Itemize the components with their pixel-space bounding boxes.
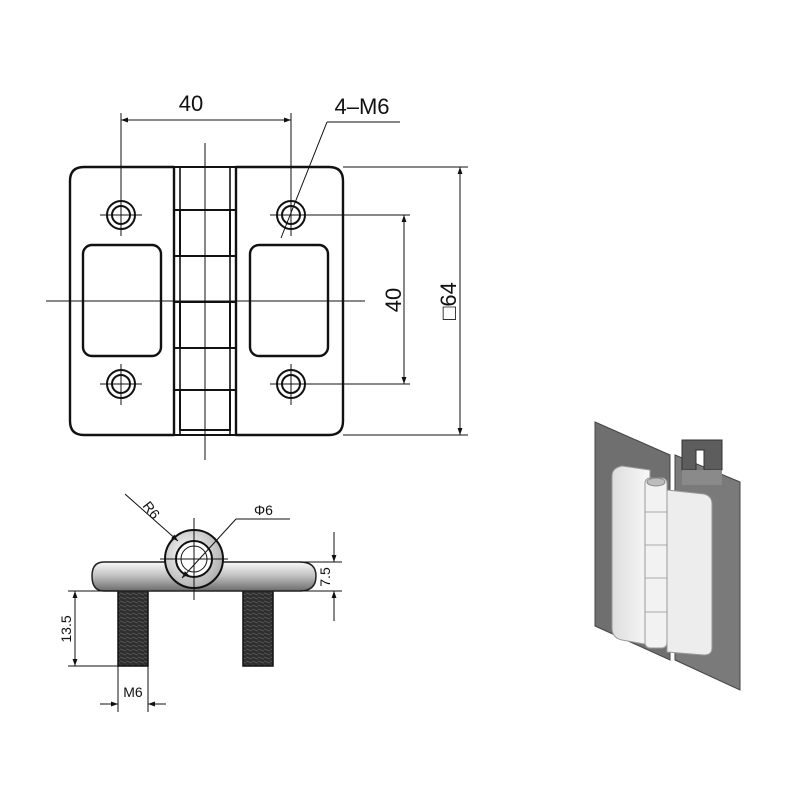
hinge-knuckle-3d xyxy=(644,477,668,649)
mounting-holes xyxy=(106,200,306,399)
hinge-left-leaf-3d xyxy=(611,465,651,646)
stud-length-dim-label: 13.5 xyxy=(58,615,74,642)
radius-dim-label: R6 xyxy=(140,498,164,522)
side-dimensions xyxy=(68,493,342,712)
left-stud xyxy=(117,589,149,667)
width-dim-label: 40 xyxy=(179,91,203,116)
thickness-dim-label: 7.5 xyxy=(317,567,333,587)
front-dimensions xyxy=(120,113,468,436)
left-leaf xyxy=(68,165,176,437)
hinge-right-leaf-3d xyxy=(666,489,713,656)
stud-thread-dim-label: M6 xyxy=(123,684,143,700)
thread-callout-label: 4–M6 xyxy=(334,94,389,119)
centerlines xyxy=(46,143,365,460)
right-stud xyxy=(242,589,274,667)
right-leaf xyxy=(234,165,345,437)
overall-dim-label: □64 xyxy=(436,282,461,320)
side-view xyxy=(91,529,317,667)
hinge-3d-illustration xyxy=(594,421,741,691)
height-dim-label: 40 xyxy=(381,288,406,312)
diameter-dim-label: Φ6 xyxy=(254,502,273,518)
